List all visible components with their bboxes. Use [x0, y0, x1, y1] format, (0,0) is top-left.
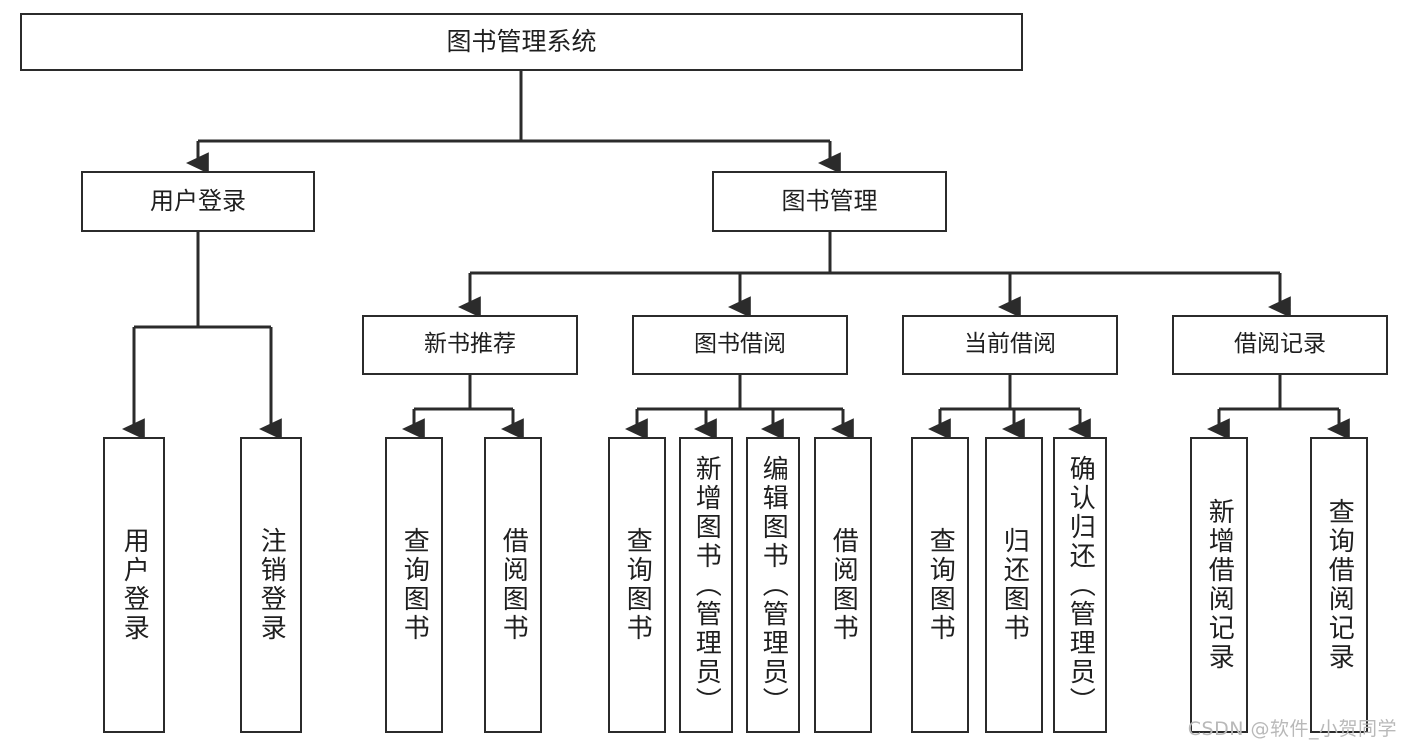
- node-leaf-add-record-label: 新增借阅记录: [1204, 498, 1235, 672]
- node-leaf-query-book-3[interactable]: 查询图书: [911, 437, 969, 733]
- node-leaf-query-record[interactable]: 查询借阅记录: [1310, 437, 1368, 733]
- node-user-login-label: 用户登录: [150, 187, 246, 216]
- node-leaf-edit-book[interactable]: 编辑图书（管理员）: [746, 437, 800, 733]
- node-current-borrow-label: 当前借阅: [964, 331, 1056, 358]
- node-borrow-record[interactable]: 借阅记录: [1172, 315, 1388, 375]
- node-leaf-query-book-3-label: 查询图书: [925, 527, 956, 643]
- node-book-manage-label: 图书管理: [781, 187, 878, 216]
- node-leaf-confirm-return-label: 确认归还（管理员）: [1065, 454, 1096, 716]
- node-current-borrow[interactable]: 当前借阅: [902, 315, 1118, 375]
- node-leaf-add-book-label: 新增图书（管理员）: [691, 454, 722, 716]
- node-leaf-add-book[interactable]: 新增图书（管理员）: [679, 437, 733, 733]
- node-new-book-rec-label: 新书推荐: [424, 331, 516, 358]
- node-leaf-borrow-book-1-label: 借阅图书: [498, 527, 529, 643]
- node-leaf-add-record[interactable]: 新增借阅记录: [1190, 437, 1248, 733]
- node-leaf-return-book-label: 归还图书: [999, 527, 1030, 643]
- node-leaf-confirm-return[interactable]: 确认归还（管理员）: [1053, 437, 1107, 733]
- node-leaf-query-book-2-label: 查询图书: [622, 527, 653, 643]
- node-leaf-query-record-label: 查询借阅记录: [1324, 498, 1355, 672]
- node-book-manage[interactable]: 图书管理: [712, 171, 947, 232]
- node-new-book-rec[interactable]: 新书推荐: [362, 315, 578, 375]
- node-book-borrow-label: 图书借阅: [694, 331, 786, 358]
- node-leaf-query-book-2[interactable]: 查询图书: [608, 437, 666, 733]
- node-borrow-record-label: 借阅记录: [1234, 331, 1326, 358]
- node-leaf-user-logout[interactable]: 注销登录: [240, 437, 302, 733]
- node-leaf-user-login[interactable]: 用户登录: [103, 437, 165, 733]
- node-leaf-edit-book-label: 编辑图书（管理员）: [758, 454, 789, 716]
- node-root-label: 图书管理系统: [446, 27, 597, 57]
- node-leaf-query-book-1[interactable]: 查询图书: [385, 437, 443, 733]
- node-root[interactable]: 图书管理系统: [20, 13, 1023, 71]
- node-user-login[interactable]: 用户登录: [81, 171, 315, 232]
- node-leaf-borrow-book-2-label: 借阅图书: [828, 527, 859, 643]
- node-leaf-return-book[interactable]: 归还图书: [985, 437, 1043, 733]
- node-leaf-user-logout-label: 注销登录: [256, 527, 287, 643]
- csdn-watermark: CSDN @软件_小贺同学: [1187, 718, 1397, 740]
- node-leaf-query-book-1-label: 查询图书: [399, 527, 430, 643]
- node-book-borrow[interactable]: 图书借阅: [632, 315, 848, 375]
- node-leaf-borrow-book-2[interactable]: 借阅图书: [814, 437, 872, 733]
- node-leaf-user-login-label: 用户登录: [119, 527, 150, 643]
- node-leaf-borrow-book-1[interactable]: 借阅图书: [484, 437, 542, 733]
